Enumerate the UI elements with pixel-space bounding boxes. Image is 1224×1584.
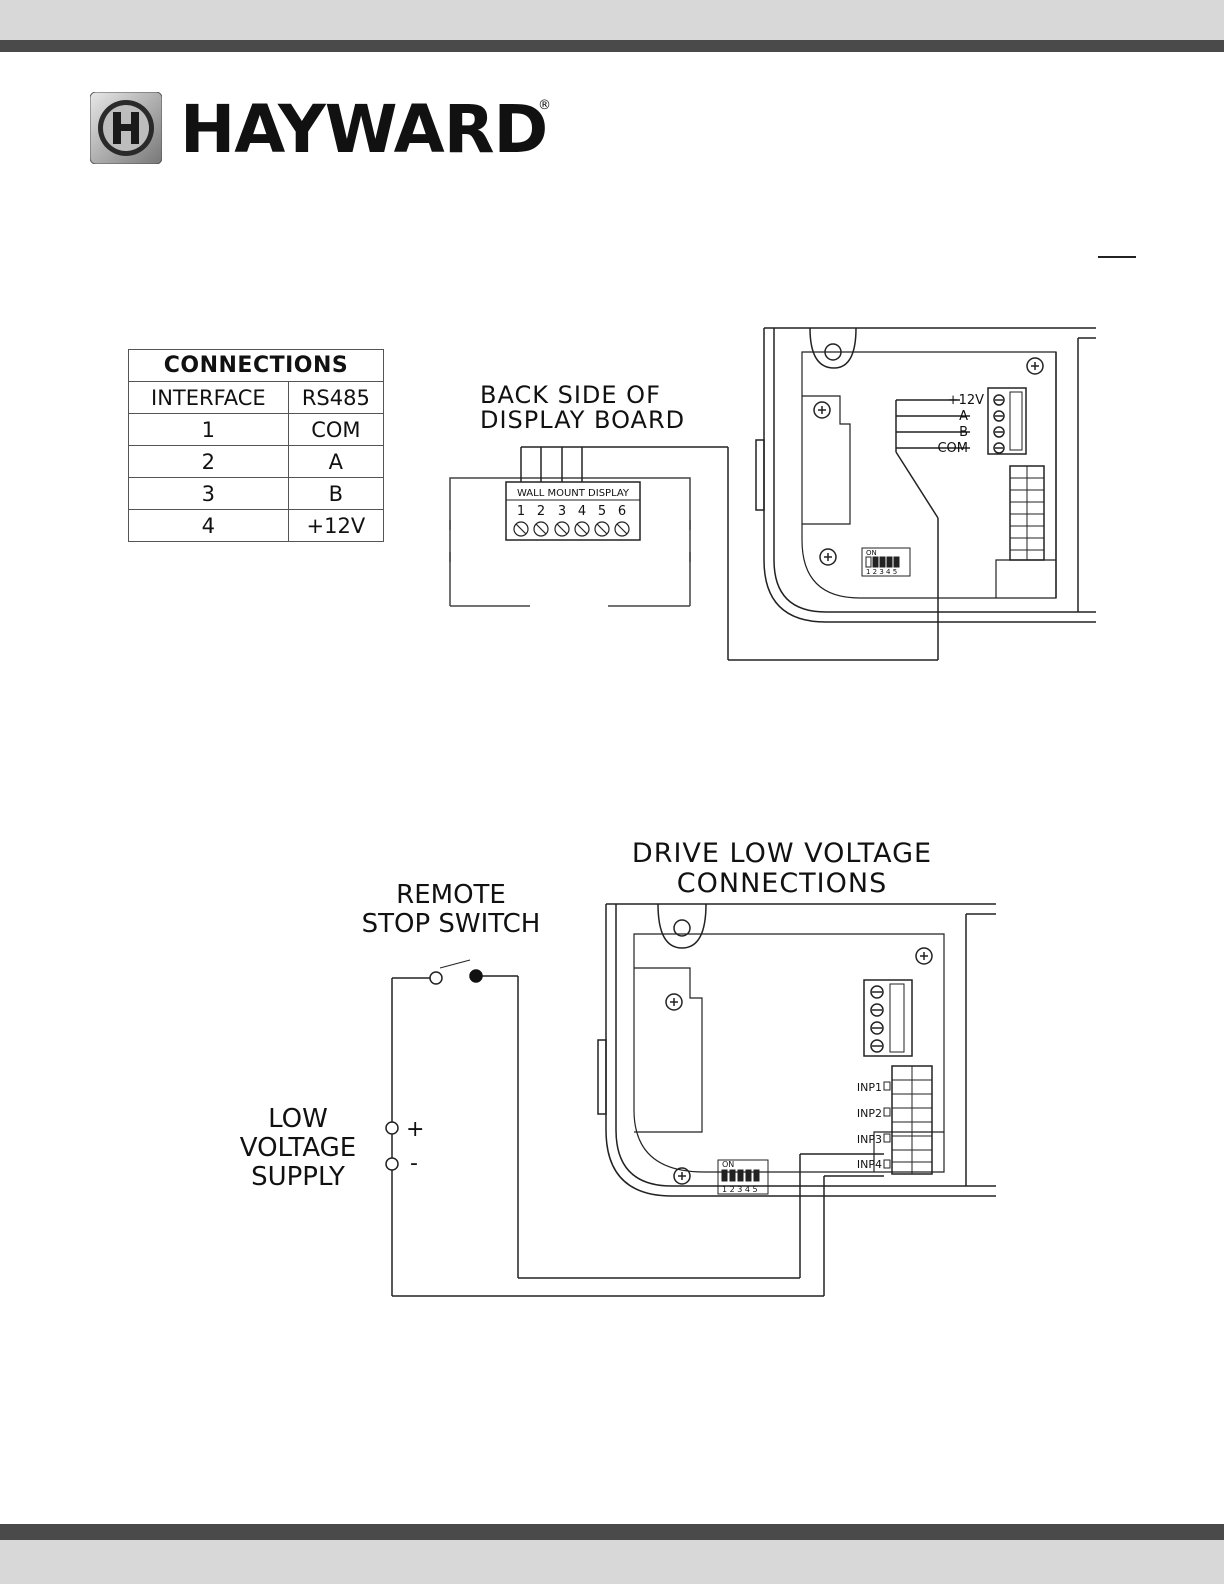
remote-stop-diagram bbox=[392, 904, 996, 1296]
remote-stop-wires bbox=[392, 960, 884, 1296]
input-label: INP1 bbox=[857, 1081, 882, 1094]
supply-minus-terminal bbox=[386, 1158, 398, 1170]
board-label-line1: BACK SIDE OF bbox=[480, 381, 661, 409]
switch-label-line1: REMOTE bbox=[396, 880, 506, 910]
drive-terminal-label: A bbox=[959, 409, 968, 424]
bottom-gray-band bbox=[0, 1540, 1224, 1584]
dip-numbers: 1 2 3 4 5 bbox=[722, 1185, 758, 1194]
input-label: INP3 bbox=[857, 1133, 882, 1146]
drive-housing-1 bbox=[756, 328, 1096, 622]
supply-label-line3: SUPPLY bbox=[251, 1162, 345, 1192]
display-header: WALL MOUNT DISPLAY bbox=[517, 488, 630, 499]
supply-label-line1: LOW bbox=[268, 1104, 328, 1134]
dip-numbers: 1 2 3 4 5 bbox=[866, 568, 897, 576]
switch-contact-closed bbox=[470, 970, 482, 982]
display-terminal-number: 3 bbox=[558, 504, 566, 519]
supply-label-line2: VOLTAGE bbox=[240, 1133, 356, 1163]
drive-terminal-label: B bbox=[959, 425, 968, 440]
supply-plus-terminal bbox=[386, 1122, 398, 1134]
minus-sign: - bbox=[410, 1151, 418, 1176]
input-label: INP2 bbox=[857, 1107, 882, 1120]
bottom-dark-bar bbox=[0, 1524, 1224, 1540]
display-terminal-number: 2 bbox=[537, 504, 545, 519]
drive-title-line2: CONNECTIONS bbox=[677, 868, 887, 899]
display-terminal-number: 6 bbox=[618, 504, 626, 519]
plus-sign: + bbox=[406, 1117, 424, 1142]
drive-terminal-label: +12V bbox=[948, 393, 984, 408]
drive-terminal-label: COM bbox=[937, 441, 968, 456]
display-screw-terminals bbox=[514, 522, 629, 536]
switch-contact-open bbox=[430, 972, 442, 984]
dip-on-label: ON bbox=[866, 549, 877, 557]
display-terminal-number: 5 bbox=[598, 504, 606, 519]
display-terminal-number: 4 bbox=[578, 504, 586, 519]
display-terminal-number: 1 bbox=[517, 504, 525, 519]
board-label-line2: DISPLAY BOARD bbox=[480, 406, 685, 434]
switch-label-line2: STOP SWITCH bbox=[362, 909, 541, 939]
drive-title-line1: DRIVE LOW VOLTAGE bbox=[632, 838, 932, 869]
input-label: INP4 bbox=[857, 1158, 882, 1171]
dip-on-label: ON bbox=[722, 1160, 734, 1169]
